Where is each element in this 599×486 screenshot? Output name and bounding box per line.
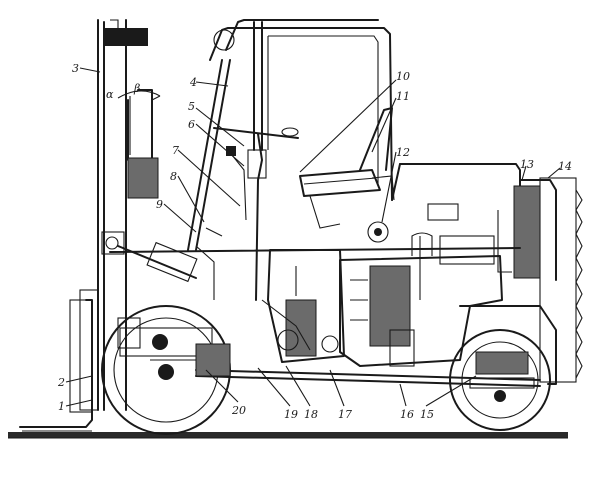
transmission <box>261 249 345 363</box>
callout-12: 12 <box>396 146 410 159</box>
steering-assembly <box>213 127 299 301</box>
rear-wheel <box>449 329 551 431</box>
front-wheel <box>101 305 231 435</box>
ground-line <box>8 432 568 439</box>
callout-19: 19 <box>284 408 298 421</box>
callout-16: 16 <box>400 408 414 421</box>
callout-11: 11 <box>396 90 410 103</box>
callout-18: 18 <box>304 408 318 421</box>
callout-9: 9 <box>156 198 163 211</box>
callout-7: 7 <box>172 144 179 157</box>
callout-14: 14 <box>558 160 572 173</box>
callout-labels: 1 2 3 4 5 6 7 8 9 10 11 12 13 14 15 16 1… <box>57 62 572 421</box>
operator-seat <box>299 107 395 243</box>
callout-2: 2 <box>57 376 65 389</box>
chassis <box>109 247 541 389</box>
forks <box>19 289 99 432</box>
callout-8: 8 <box>170 170 177 183</box>
callout-15: 15 <box>420 408 434 421</box>
angle-beta-label: β <box>133 82 140 95</box>
mast <box>97 19 161 411</box>
tilt-cylinder <box>117 227 223 300</box>
callout-20: 20 <box>231 404 246 417</box>
angle-alpha-label: α <box>106 88 114 101</box>
callout-5: 5 <box>188 100 195 113</box>
callout-10: 10 <box>396 70 410 83</box>
engine-block <box>339 232 503 367</box>
callout-6: 6 <box>188 118 195 131</box>
leader-lines <box>65 67 561 407</box>
callout-1: 1 <box>58 400 65 413</box>
callout-3: 3 <box>72 62 79 75</box>
rear-body <box>391 163 583 385</box>
callout-4: 4 <box>189 76 197 89</box>
cab-frame <box>187 19 393 251</box>
callout-17: 17 <box>338 408 352 421</box>
callout-13: 13 <box>520 158 534 171</box>
